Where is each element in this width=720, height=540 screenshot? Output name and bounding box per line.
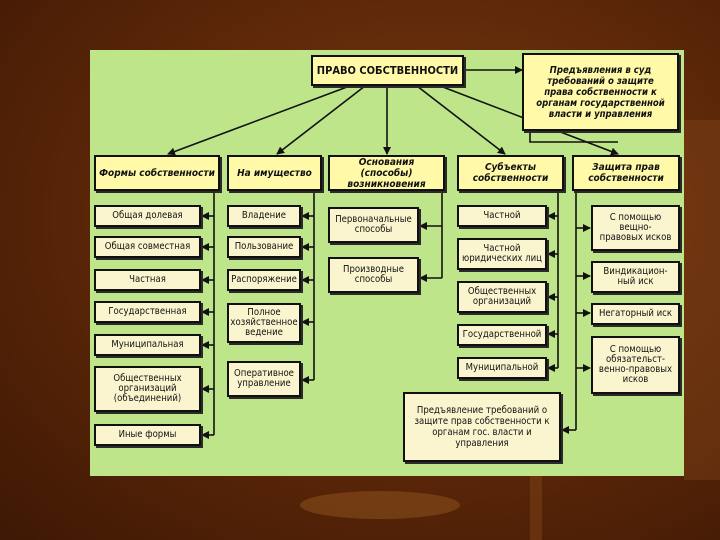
property-item: Оперативное управление	[227, 361, 301, 397]
forms-item: Иные формы	[94, 424, 201, 446]
subjects-item: Частной	[457, 205, 547, 227]
subjects-item: Муниципальной	[457, 357, 547, 379]
forms-item: Общественных организаций (объединений)	[94, 366, 201, 412]
header-property: На имущество	[227, 155, 322, 191]
forms-item: Частная	[94, 269, 201, 291]
forms-item: Государственная	[94, 301, 201, 323]
subjects-item: Частной юридических лиц	[457, 238, 547, 270]
grounds-item: Производные способы	[328, 257, 419, 293]
protection-item: С помощью вещно- правовых исков	[591, 205, 680, 251]
subjects-item: Государственной	[457, 324, 547, 346]
header-grounds: Основания (способы) возникновения	[328, 155, 445, 191]
claims-bottom-node: Предъявление требований о защите прав со…	[403, 392, 561, 462]
property-item: Распоряжение	[227, 269, 301, 291]
root-node: ПРАВО СОБСТВЕННОСТИ	[311, 55, 464, 86]
protection-item: Негаторный иск	[591, 303, 680, 325]
protection-item: С помощью обязательст- венно-правовых ис…	[591, 336, 680, 394]
forms-item: Общая долевая	[94, 205, 201, 227]
property-item: Полное хозяйственное ведение	[227, 303, 301, 343]
forms-item: Муниципальная	[94, 334, 201, 356]
header-forms: Формы собственности	[94, 155, 220, 191]
forms-item: Общая совместная	[94, 236, 201, 258]
diagram-panel: ПРАВО СОБСТВЕННОСТИ Предъявления в суд т…	[90, 50, 684, 476]
property-item: Владение	[227, 205, 301, 227]
header-subjects: Субъекты собственности	[457, 155, 564, 191]
property-item: Пользование	[227, 236, 301, 258]
grounds-item: Первоначальные способы	[328, 207, 419, 243]
header-protection: Защита прав собственности	[572, 155, 680, 191]
claims-top-node: Предъявления в суд требований о защите п…	[522, 53, 679, 131]
subjects-item: Общественных организаций	[457, 281, 547, 313]
protection-item: Виндикацион- ный иск	[591, 261, 680, 293]
